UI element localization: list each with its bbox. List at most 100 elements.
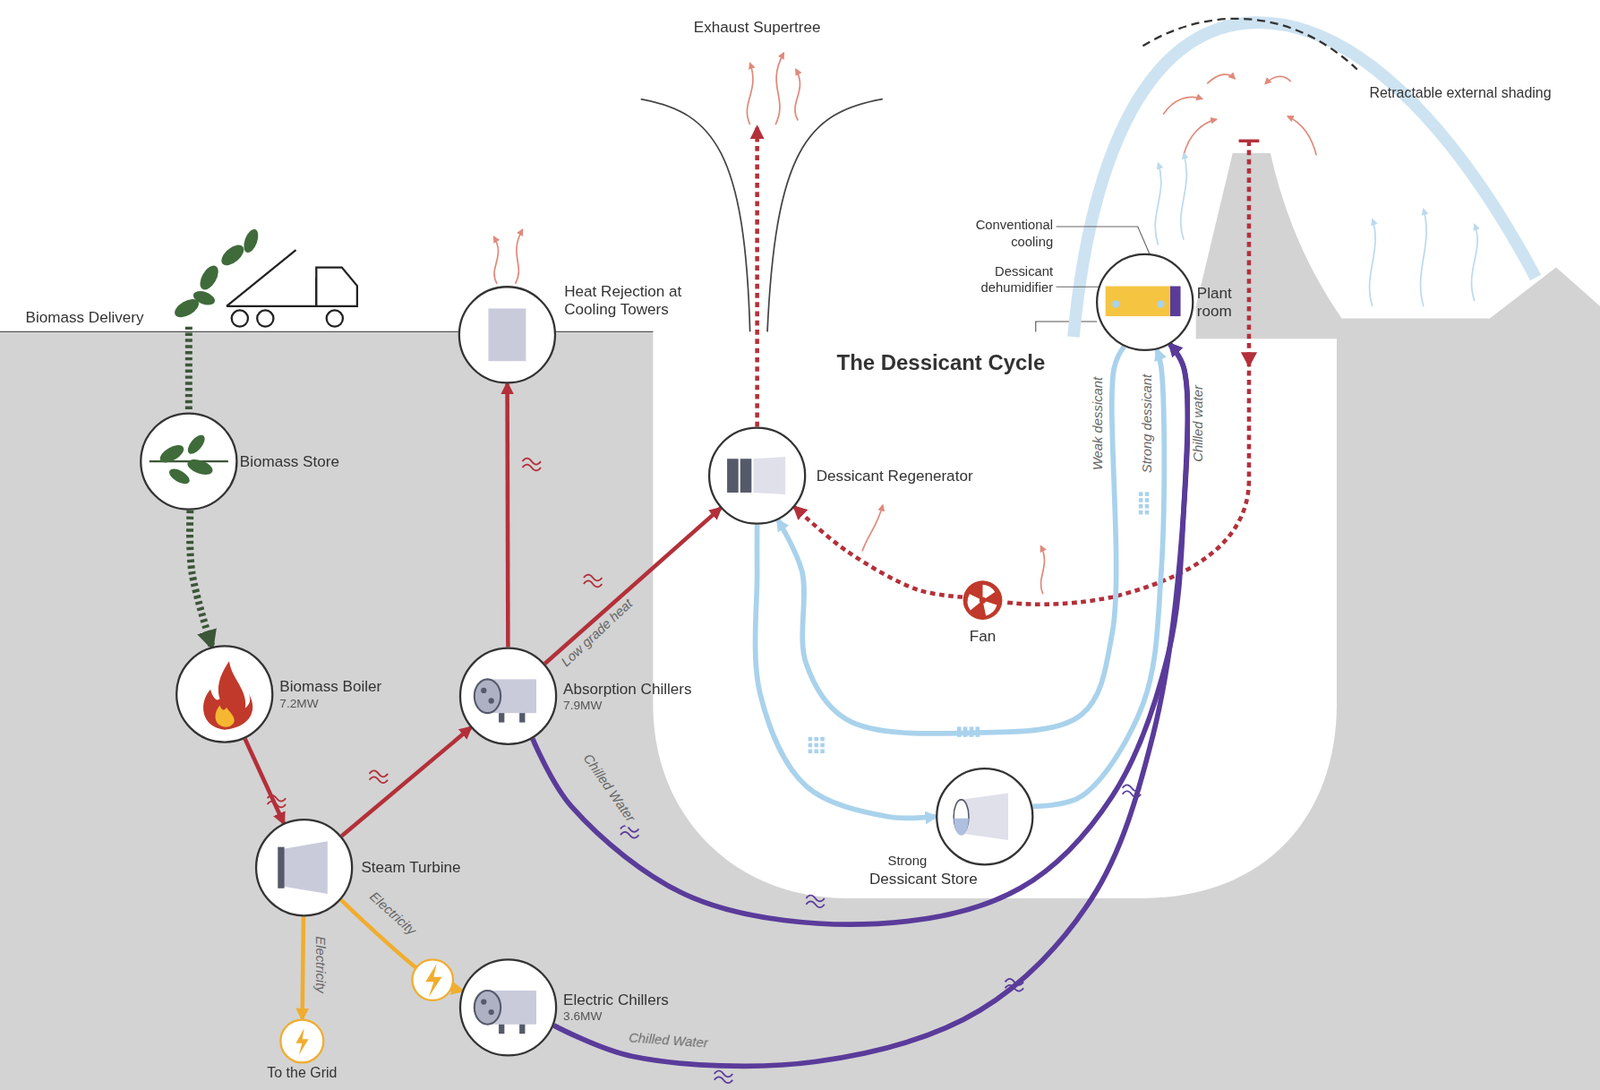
node-icon <box>1097 255 1192 350</box>
flow-label: Chilled water <box>1189 382 1207 465</box>
callout-label: Conventional cooling <box>965 217 1053 250</box>
node-sublabel: 7.2MW <box>279 695 382 711</box>
node-label: Exhaust Supertree <box>693 18 822 38</box>
node-icon <box>460 287 555 382</box>
delivery-chute <box>185 326 193 411</box>
drawing-circle <box>326 309 343 326</box>
flow-connector <box>189 510 213 647</box>
drawing-path <box>1369 219 1377 307</box>
drawing-rect <box>498 712 505 722</box>
dessicant-dot <box>1138 504 1144 509</box>
flow-wave <box>805 894 825 907</box>
node-icon <box>177 647 272 742</box>
cool-air-wisps <box>1155 153 1478 307</box>
node-label: Heat Rejection at Cooling Towers <box>564 282 708 319</box>
biomass-store-circle: Biomass Store <box>139 411 238 510</box>
drawing-circle <box>488 1009 495 1015</box>
warm-air-wisps <box>494 52 1318 594</box>
dessicant-dot <box>957 726 962 731</box>
drawing-rect <box>519 1024 525 1034</box>
flow-label: Strong dessicant <box>1138 370 1156 476</box>
flow-wave <box>714 1070 734 1084</box>
drawing-path <box>752 456 786 495</box>
flow-wave <box>583 574 603 588</box>
dessicant-dot <box>813 736 819 742</box>
drawing-path <box>1206 74 1235 84</box>
dessicant-dot <box>808 743 813 748</box>
drawing-rect <box>740 458 753 493</box>
flow-label: Electricity <box>312 932 329 996</box>
flow-symbols <box>267 458 1150 1083</box>
ground <box>0 267 1600 1090</box>
node-label: Electric Chillers <box>563 990 669 1010</box>
flow-wave <box>620 825 640 839</box>
drawing-circle <box>963 580 1003 620</box>
flow-connector <box>545 507 721 664</box>
label-group: Dessicant Regenerator <box>816 466 974 486</box>
drawing-ellipse <box>217 240 248 269</box>
drawing-path <box>1471 224 1479 301</box>
flow-connector <box>342 727 471 836</box>
flow-label: Weak dessicant <box>1089 373 1106 473</box>
callout-label: Biomass Delivery <box>25 308 144 327</box>
drawing-ellipse <box>240 227 261 255</box>
drawing-path <box>283 840 328 894</box>
dessicant-dot <box>808 736 813 742</box>
conservatory-hill <box>1196 153 1343 339</box>
drawing-path <box>1040 546 1044 595</box>
drawing-circle <box>256 309 274 326</box>
flow-connector <box>553 343 1188 1066</box>
flow-connector <box>1032 349 1164 806</box>
chiller-circle: Absorption Chillers7.9MW <box>459 647 557 745</box>
label-group: Plant room <box>1197 283 1242 321</box>
node-label: Plant room <box>1197 283 1242 321</box>
node-sublabel: 3.6MW <box>563 1009 669 1024</box>
node-icon <box>710 428 805 523</box>
turbine-circle: Steam Turbine <box>255 818 353 916</box>
drawing-path <box>1180 153 1188 240</box>
drawing-path <box>203 660 253 730</box>
drawing-ellipse <box>185 456 215 479</box>
dessicant-dot <box>1138 510 1144 515</box>
label-group: Electric Chillers3.6MW <box>563 990 669 1024</box>
node-label: Absorption Chillers <box>563 679 692 699</box>
drawing-path <box>967 584 998 617</box>
drawing-path <box>1265 76 1291 84</box>
node-sublabel: 7.9MW <box>563 697 692 712</box>
flow-connector <box>504 384 510 648</box>
node-icon <box>282 1020 324 1062</box>
drawing-path <box>1183 119 1216 155</box>
drawing-rect <box>498 1024 505 1034</box>
lightning-bolt <box>425 963 442 998</box>
drawing-circle <box>480 998 487 1004</box>
drawing-path <box>226 249 317 307</box>
drawing-rect <box>519 712 525 722</box>
shading-dash <box>1142 18 1357 70</box>
drawing-ellipse <box>166 465 192 487</box>
node-sublabel: Dessicant Store <box>869 869 978 889</box>
drawing-rect <box>1170 286 1181 317</box>
cooling-tower-circle: Heat Rejection at Cooling Towers <box>458 285 557 384</box>
chiller-circle: Electric Chillers3.6MW <box>459 958 557 1056</box>
node-label: Fan <box>969 626 996 646</box>
drawing-path <box>296 1027 309 1055</box>
drawing-path <box>316 267 358 307</box>
drawing-circle <box>231 309 249 326</box>
dessicant-dot <box>1138 497 1144 503</box>
flow-connector <box>532 343 1189 925</box>
return-air-head <box>1240 351 1258 368</box>
drawing-path <box>515 229 523 283</box>
dessicant-dot <box>820 736 825 742</box>
node-label: Steam Turbine <box>360 857 461 877</box>
dessicant-dot <box>808 749 813 754</box>
node-label: Dessicant Regenerator <box>816 466 974 486</box>
dessicant-store-circle: StrongDessicant Store <box>935 767 1034 865</box>
label-group: Biomass Store <box>239 452 340 471</box>
drawing-rect <box>1105 286 1172 317</box>
flow-wave <box>369 770 389 783</box>
dessicant-dot <box>1145 491 1150 497</box>
flow-connector <box>245 738 284 823</box>
drawing-path <box>746 63 753 125</box>
fan-symbol: Fan <box>962 579 1004 621</box>
label-group: To the Grid <box>266 1064 337 1082</box>
